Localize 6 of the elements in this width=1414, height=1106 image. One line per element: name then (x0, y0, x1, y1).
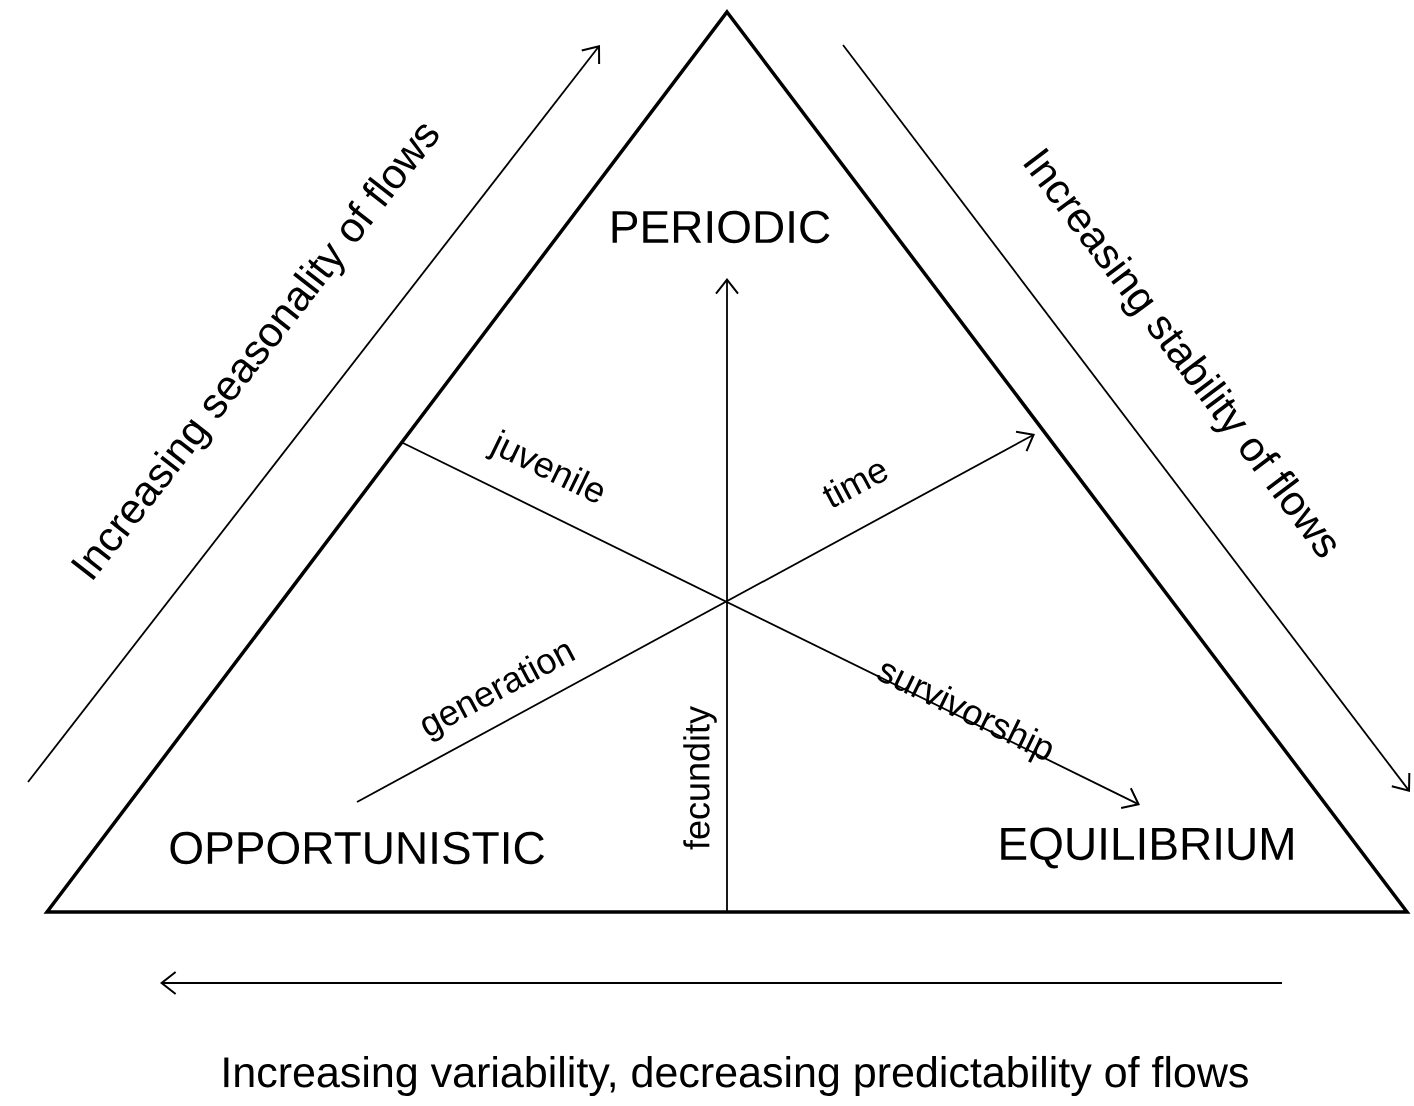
corner-label: PERIODIC (612, 210, 830, 244)
axis-title: Increasing variability, decreasing predictability of flows (224, 1055, 1248, 1097)
corner-label: OPPORTUNISTIC (170, 831, 544, 865)
axis-label: time (822, 463, 888, 508)
corner-label: EQUILIBRIUM (1001, 827, 1293, 869)
axis-label: fecundity (683, 706, 717, 850)
